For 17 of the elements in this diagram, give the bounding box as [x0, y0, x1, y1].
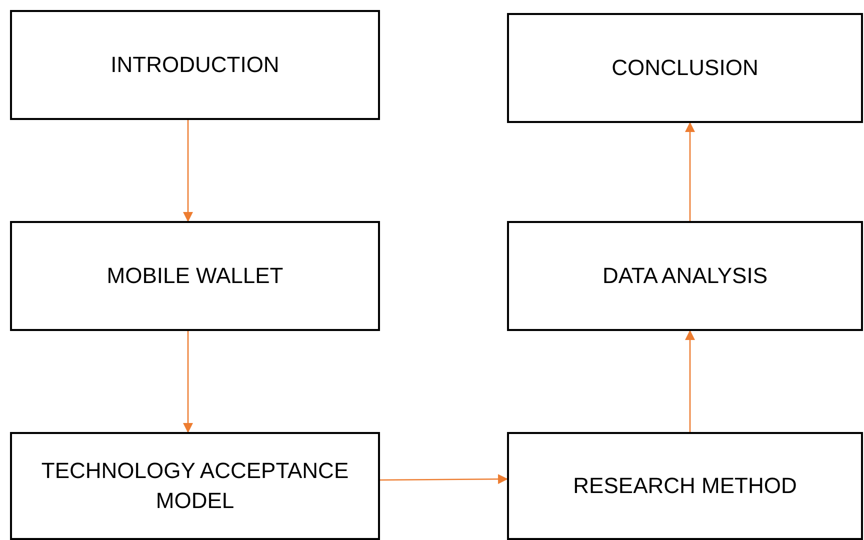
arrow — [685, 122, 695, 221]
process-box — [507, 221, 863, 331]
box-label: MOBILE WALLET — [106, 262, 284, 290]
box-label: TECHNOLOGY ACCEPTANCE MODEL — [40, 457, 350, 515]
process-box — [10, 10, 380, 120]
arrow — [685, 330, 695, 432]
box-label: RESEARCH METHOD — [573, 472, 797, 500]
box-label: DATA ANALYSIS — [602, 262, 768, 290]
box-label: CONCLUSION — [612, 54, 758, 82]
arrow — [183, 331, 193, 433]
process-box — [507, 13, 863, 123]
arrow — [183, 120, 193, 222]
box-label: INTRODUCTION — [110, 51, 280, 79]
process-box — [507, 432, 863, 540]
arrow — [380, 474, 508, 484]
process-box — [10, 221, 380, 331]
process-box — [10, 432, 380, 540]
